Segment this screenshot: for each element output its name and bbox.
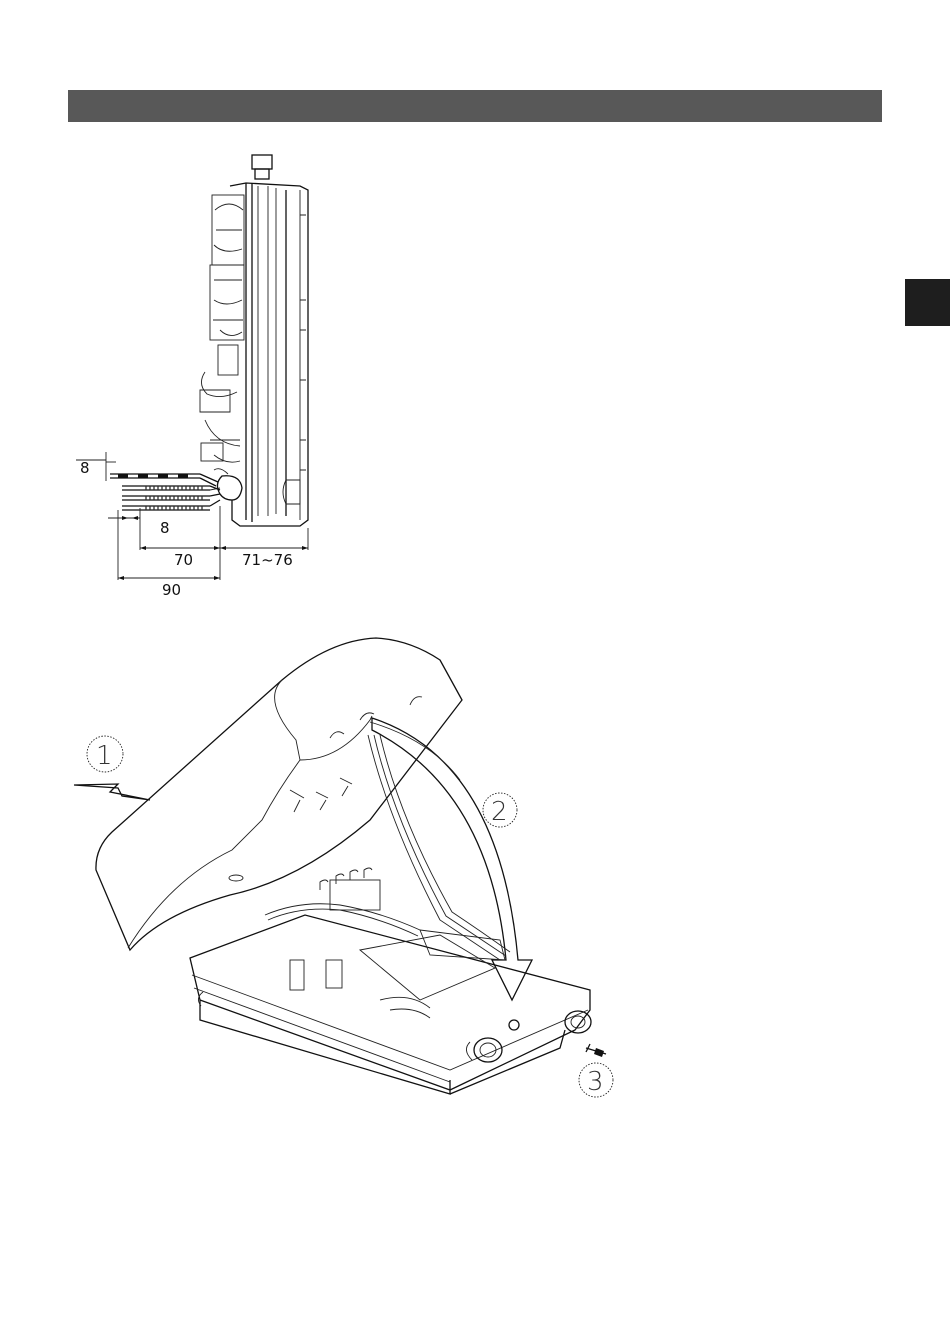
dim-length-long: 90	[162, 581, 181, 599]
step-1-label: 1	[96, 741, 113, 771]
step-2-label: 2	[491, 797, 508, 827]
dim-strip-top: 8	[80, 459, 90, 477]
opened-unit-figure: 1 2 3	[74, 638, 613, 1097]
dim-strip-inner: 8	[160, 519, 170, 537]
side-view-figure: 8 8 70 71~76 90	[76, 155, 308, 599]
step-3-label: 3	[587, 1067, 604, 1097]
dim-length-short: 70	[174, 551, 193, 569]
dim-depth: 71~76	[242, 551, 293, 569]
